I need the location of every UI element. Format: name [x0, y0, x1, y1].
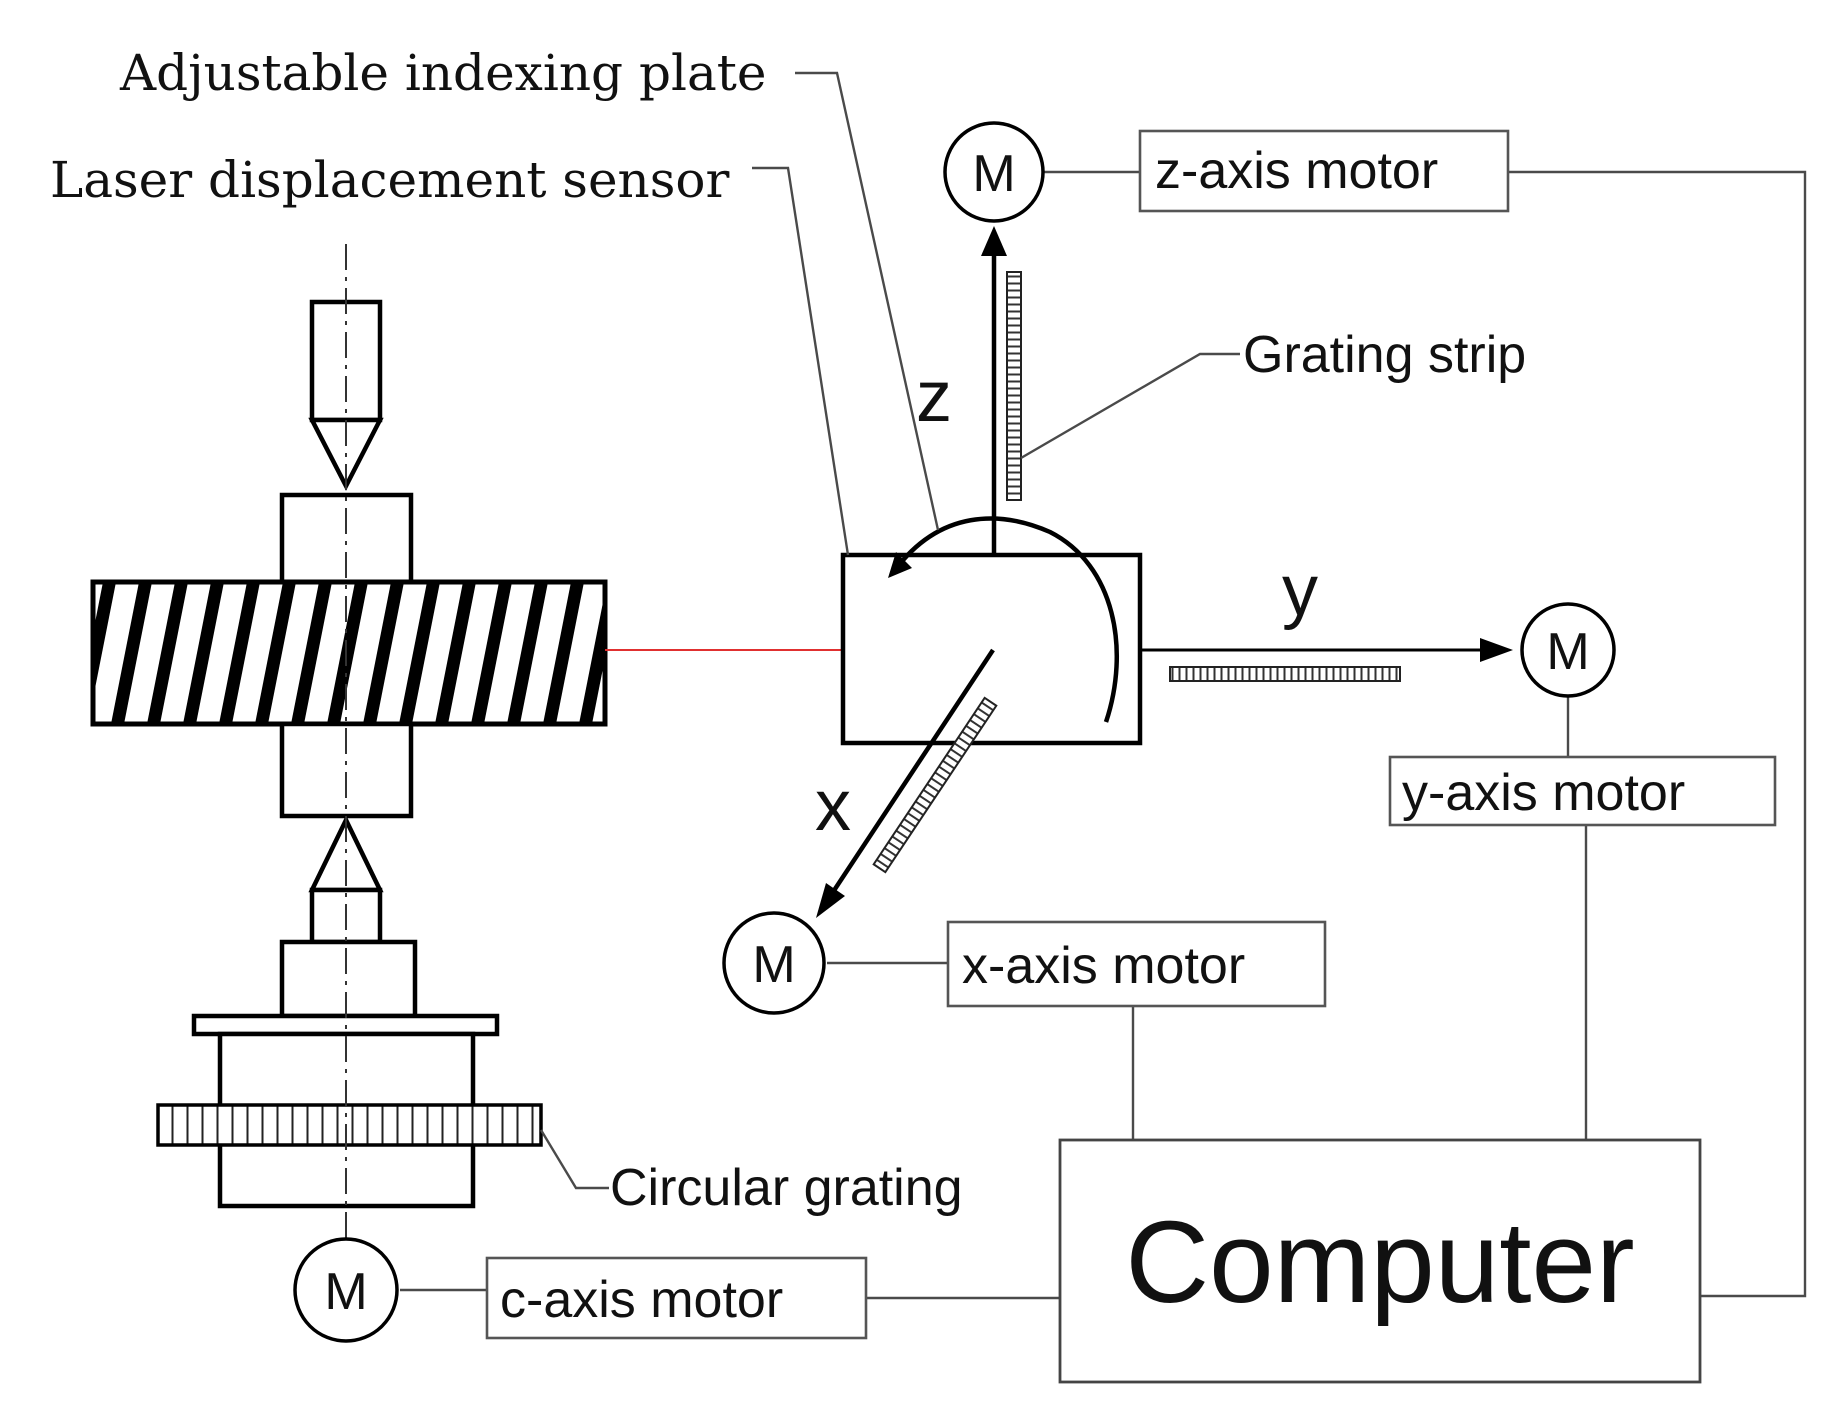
- x-axis: x: [815, 648, 998, 918]
- gear-tooth: [327, 582, 368, 724]
- gear-tooth: [93, 582, 116, 699]
- gear-tooth: [579, 592, 605, 724]
- gear-tooth: [435, 582, 476, 724]
- x-axis-label: x: [815, 766, 851, 846]
- wiring: [400, 170, 1807, 1300]
- y-axis-motor-label: y-axis motor: [1402, 764, 1685, 822]
- gear-tooth: [543, 582, 584, 724]
- x-grating-strip: [872, 696, 998, 874]
- grating-strip-leader: [1020, 352, 1240, 460]
- gear-tooth: [471, 582, 512, 724]
- computer-box: Computer: [1058, 1138, 1702, 1384]
- gear-tooth: [615, 582, 656, 724]
- gear-tooth: [219, 582, 260, 724]
- workpiece-spindle: [90, 244, 656, 1242]
- y-motor-symbol: M: [1546, 623, 1589, 681]
- c-motor-symbol: M: [324, 1263, 367, 1321]
- indexing-arc: [893, 516, 1119, 723]
- indexing-plate-leader: [795, 71, 940, 531]
- y-axis-label: y: [1282, 551, 1318, 631]
- y-motor: M: [1520, 602, 1616, 698]
- gear-tooth: [507, 582, 548, 724]
- laser-sensor-leader: [752, 166, 850, 556]
- y-axis-motor-box: y-axis motor: [1388, 755, 1777, 827]
- y-axis: y: [1140, 551, 1513, 682]
- z-axis-motor-label: z-axis motor: [1155, 142, 1438, 200]
- callouts: Adjustable indexing plate Laser displace…: [50, 44, 1526, 1217]
- indexing-arc-arrowhead: [888, 552, 912, 578]
- z-axis-motor-box: z-axis motor: [1138, 129, 1510, 213]
- computer-label: Computer: [1125, 1197, 1634, 1327]
- spindle-hub: [279, 939, 418, 1019]
- z-motor-symbol: M: [972, 145, 1015, 203]
- c-axis-motor-label: c-axis motor: [500, 1271, 783, 1329]
- c-axis-motor-box: c-axis motor: [485, 1256, 868, 1340]
- z-axis: z: [916, 226, 1022, 555]
- x-axis-motor-box: x-axis motor: [946, 920, 1327, 1008]
- circular-grating-ring: [156, 1103, 543, 1147]
- laser-sensor-label: Laser displacement sensor: [50, 151, 730, 209]
- gear-tooth: [255, 582, 296, 724]
- x-motor-symbol: M: [752, 936, 795, 994]
- helical-gear: [90, 579, 656, 727]
- gear-tooth: [291, 582, 332, 724]
- y-grating-strip: [1169, 666, 1401, 682]
- x-motor: M: [722, 911, 826, 1015]
- gear-tooth: [399, 582, 440, 724]
- circular-grating-label: Circular grating: [610, 1159, 963, 1217]
- gear-tooth: [147, 582, 188, 724]
- gear-tooth: [183, 582, 224, 724]
- c-motor: M: [293, 1237, 399, 1343]
- z-grating-strip: [1006, 271, 1022, 501]
- lower-shaft: [279, 721, 414, 819]
- indexing-plate-label: Adjustable indexing plate: [119, 44, 766, 102]
- gear-tooth: [363, 582, 404, 724]
- gear-tooth: [111, 582, 152, 724]
- z-axis-label: z: [916, 357, 952, 437]
- upper-tailstock: [309, 299, 383, 423]
- circular-grating-leader: [539, 1129, 609, 1190]
- x-axis-motor-label: x-axis motor: [962, 937, 1245, 995]
- grating-strip-label: Grating strip: [1243, 326, 1526, 384]
- z-motor: M: [943, 121, 1045, 223]
